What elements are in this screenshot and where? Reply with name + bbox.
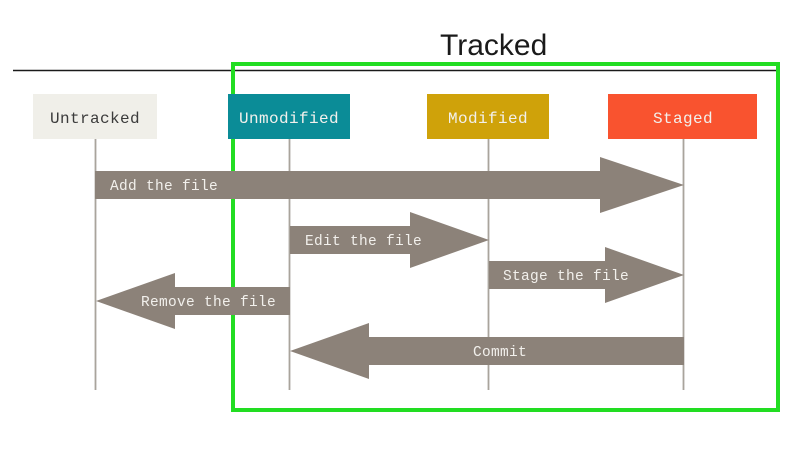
tracked-group-title: Tracked [440, 29, 547, 62]
remove-the-file-arrow-shape [96, 273, 290, 329]
tracked-group-border [231, 62, 780, 412]
unmodified-box-label: Unmodified [239, 110, 339, 128]
stage-the-file-label: Stage the file [503, 269, 629, 285]
untracked-box-rect [33, 94, 157, 139]
state-box-modified[interactable]: Modified [427, 94, 549, 139]
state-box-staged[interactable]: Staged [608, 94, 757, 139]
transition-add-the-file: Add the file [95, 157, 684, 213]
state-box-unmodified[interactable]: Unmodified [228, 94, 350, 139]
transition-stage-the-file: Stage the file [489, 247, 684, 303]
state-box-untracked[interactable]: Untracked [33, 94, 157, 139]
untracked-box-label: Untracked [50, 110, 140, 128]
transition-remove-the-file: Remove the file [96, 273, 290, 329]
edit-the-file-label: Edit the file [305, 234, 422, 250]
transition-commit: Commit [290, 323, 684, 379]
stage-the-file-arrow-shape [489, 247, 684, 303]
commit-label: Commit [473, 345, 527, 361]
add-the-file-label: Add the file [110, 179, 218, 195]
staged-box-label: Staged [653, 110, 713, 128]
commit-arrow-shape [290, 323, 684, 379]
unmodified-box-rect [228, 94, 350, 139]
add-the-file-arrow-shape [95, 157, 684, 213]
remove-the-file-label: Remove the file [141, 295, 276, 311]
modified-box-rect [427, 94, 549, 139]
transition-edit-the-file: Edit the file [290, 212, 489, 268]
modified-box-label: Modified [448, 110, 528, 128]
staged-box-rect [608, 94, 757, 139]
edit-the-file-arrow-shape [290, 212, 489, 268]
